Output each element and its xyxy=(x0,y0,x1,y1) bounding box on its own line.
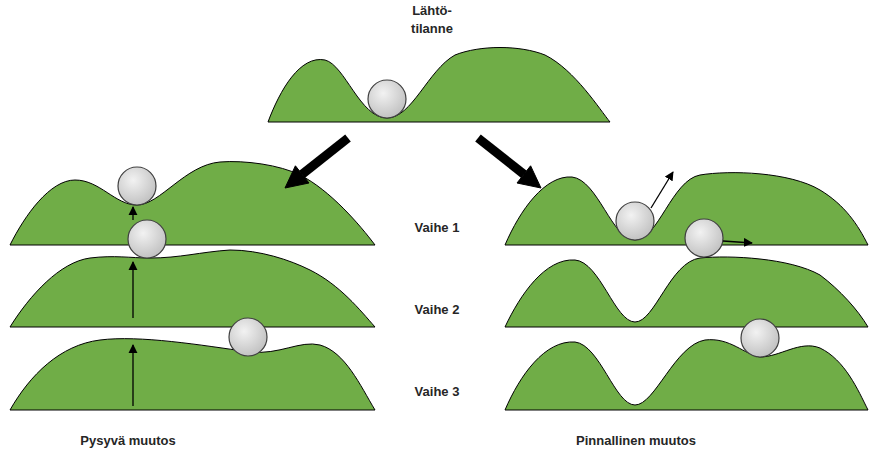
ball xyxy=(368,80,406,118)
hill-shape xyxy=(10,250,375,327)
hill-shape xyxy=(505,257,868,327)
branch-arrow xyxy=(517,166,541,188)
push-arrow xyxy=(132,345,133,406)
motion-arrow xyxy=(723,241,752,243)
ball xyxy=(685,219,723,257)
push-arrow xyxy=(132,262,133,318)
ball xyxy=(616,202,654,240)
step-label: Vaihe 3 xyxy=(415,383,460,401)
hill-shape xyxy=(268,48,610,123)
motion-arrow xyxy=(651,172,673,208)
step-label: Vaihe 1 xyxy=(415,219,460,237)
ball xyxy=(741,319,779,357)
column-caption: Pinnallinen muutos xyxy=(576,432,696,450)
hill-shape xyxy=(10,162,375,245)
branch-arrow xyxy=(478,138,524,174)
ball xyxy=(118,167,156,205)
hill-shape xyxy=(10,339,375,410)
stage-heading: Lähtö- tilanne xyxy=(411,2,453,38)
column-caption: Pysyvä muutos xyxy=(80,432,175,450)
branch-arrow xyxy=(285,166,309,188)
step-label: Vaihe 2 xyxy=(415,301,460,319)
push-arrow xyxy=(132,207,133,220)
hill-shape xyxy=(505,340,868,410)
ball xyxy=(229,318,267,356)
ball xyxy=(128,220,166,258)
branch-arrow xyxy=(302,138,348,174)
